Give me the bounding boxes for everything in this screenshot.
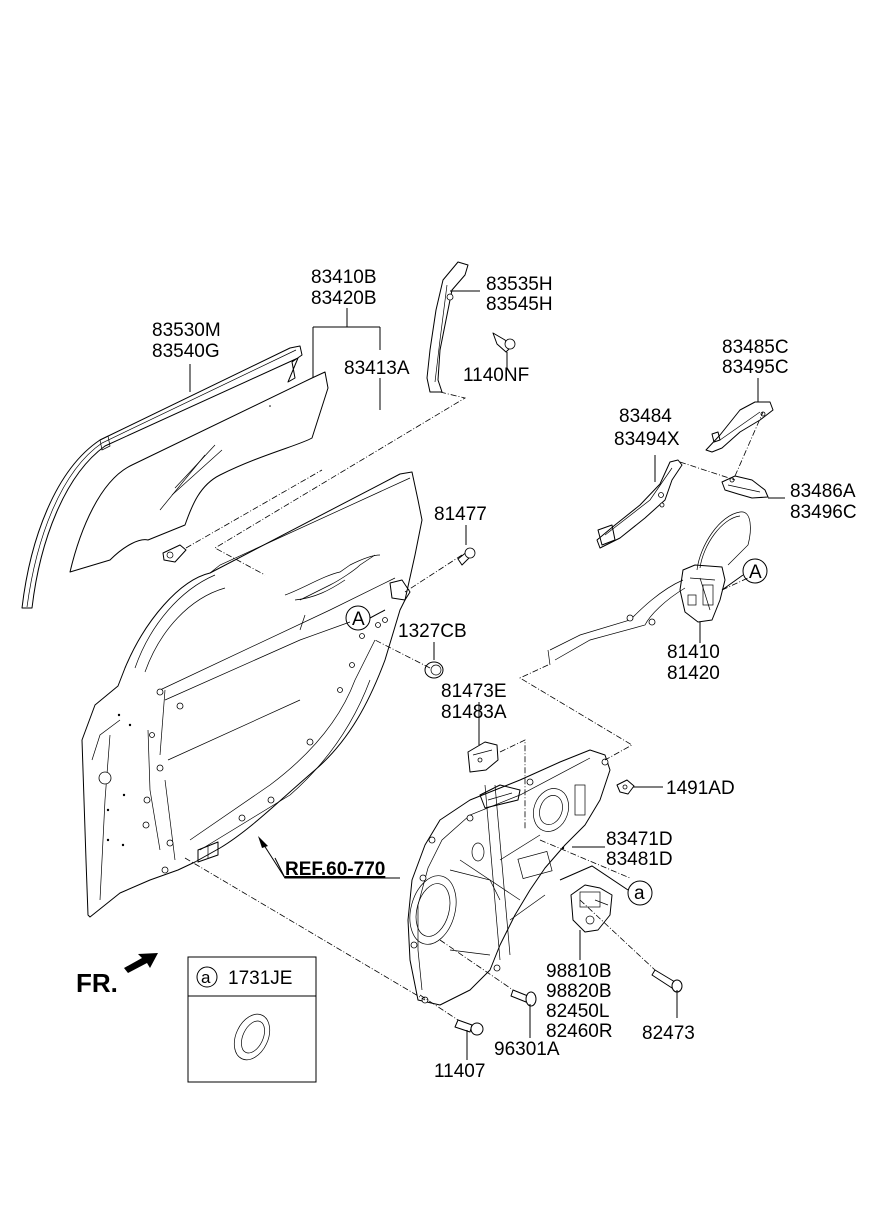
label-83494X[interactable]: 83494X xyxy=(614,429,680,450)
motor-bolt[interactable] xyxy=(651,969,683,993)
label-83484[interactable]: 83484 xyxy=(619,406,672,427)
label-1327CB[interactable]: 1327CB xyxy=(398,621,467,642)
callout-a-panel[interactable]: a xyxy=(559,865,653,906)
label-83485C[interactable]: 83485C xyxy=(722,337,789,358)
label-98810B[interactable]: 98810B xyxy=(546,961,612,982)
callout-A-lower[interactable]: A xyxy=(721,558,768,591)
front-indicator: FR. xyxy=(76,953,158,998)
label-81477[interactable]: 81477 xyxy=(434,504,487,525)
legend-callout: a xyxy=(201,968,211,987)
label-81483A[interactable]: 81483A xyxy=(441,702,507,723)
panel-screw[interactable] xyxy=(454,1019,484,1036)
label-ref[interactable]: REF.60-770 xyxy=(285,859,385,880)
legend-box: a 1731JE xyxy=(187,956,317,1083)
door-latch[interactable] xyxy=(679,511,751,623)
label-1140NF[interactable]: 1140NF xyxy=(463,365,529,386)
handle-base[interactable] xyxy=(596,459,683,549)
grommet-icon xyxy=(233,1013,271,1061)
striker-bolt[interactable] xyxy=(457,547,476,566)
leader-lines xyxy=(189,290,785,1060)
label-83530M[interactable]: 83530M xyxy=(152,320,221,341)
label-82450L[interactable]: 82450L xyxy=(546,1001,609,1022)
label-81420[interactable]: 81420 xyxy=(667,663,720,684)
label-83535H[interactable]: 83535H xyxy=(486,274,553,295)
front-arrow-icon xyxy=(124,953,158,973)
door-inner-panel[interactable] xyxy=(81,471,423,918)
label-83471D[interactable]: 83471D xyxy=(606,829,673,850)
door-glass[interactable] xyxy=(69,371,329,573)
reference-arrow-icon xyxy=(258,836,286,879)
handle-cover[interactable] xyxy=(721,475,769,499)
label-83420B[interactable]: 83420B xyxy=(311,288,377,309)
module-screw[interactable] xyxy=(510,989,537,1007)
channel-bolt[interactable] xyxy=(492,332,516,353)
latch-bracket[interactable] xyxy=(467,741,499,773)
module-clip[interactable] xyxy=(616,779,635,795)
label-83540G[interactable]: 83540G xyxy=(152,341,220,362)
svg-text:a: a xyxy=(634,883,645,904)
svg-text:FR.: FR. xyxy=(76,968,118,998)
label-96301A[interactable]: 96301A xyxy=(494,1039,560,1060)
svg-text:A: A xyxy=(352,609,365,630)
label-83496C[interactable]: 83496C xyxy=(790,502,857,523)
label-81473E[interactable]: 81473E xyxy=(441,681,507,702)
legend-part-number[interactable]: 1731JE xyxy=(228,968,292,989)
label-83481D[interactable]: 83481D xyxy=(606,849,673,870)
label-81410[interactable]: 81410 xyxy=(667,642,720,663)
regulator-motor[interactable] xyxy=(570,884,613,933)
glass-clip[interactable] xyxy=(162,544,187,563)
label-82473[interactable]: 82473 xyxy=(642,1023,695,1044)
label-1491AD[interactable]: 1491AD xyxy=(666,778,735,799)
label-83495C[interactable]: 83495C xyxy=(722,357,789,378)
label-83410B[interactable]: 83410B xyxy=(311,267,377,288)
rear-channel[interactable] xyxy=(426,261,469,393)
part-labels: 83530M 83540G 83410B 83420B 83413A 83535… xyxy=(152,267,857,1082)
svg-text:A: A xyxy=(749,562,762,583)
label-82460R[interactable]: 82460R xyxy=(546,1021,613,1042)
assembly-lines xyxy=(184,391,764,1021)
door-plug[interactable] xyxy=(424,661,444,679)
label-98820B[interactable]: 98820B xyxy=(546,981,612,1002)
glass-run-channel[interactable] xyxy=(21,345,303,609)
label-83545H[interactable]: 83545H xyxy=(486,294,553,315)
callout-A-upper[interactable]: A xyxy=(345,605,386,631)
label-83486A[interactable]: 83486A xyxy=(790,481,856,502)
latch-cable[interactable] xyxy=(547,579,686,666)
label-11407[interactable]: 11407 xyxy=(434,1061,485,1082)
outside-handle[interactable] xyxy=(705,401,774,453)
label-83413A[interactable]: 83413A xyxy=(344,358,410,379)
